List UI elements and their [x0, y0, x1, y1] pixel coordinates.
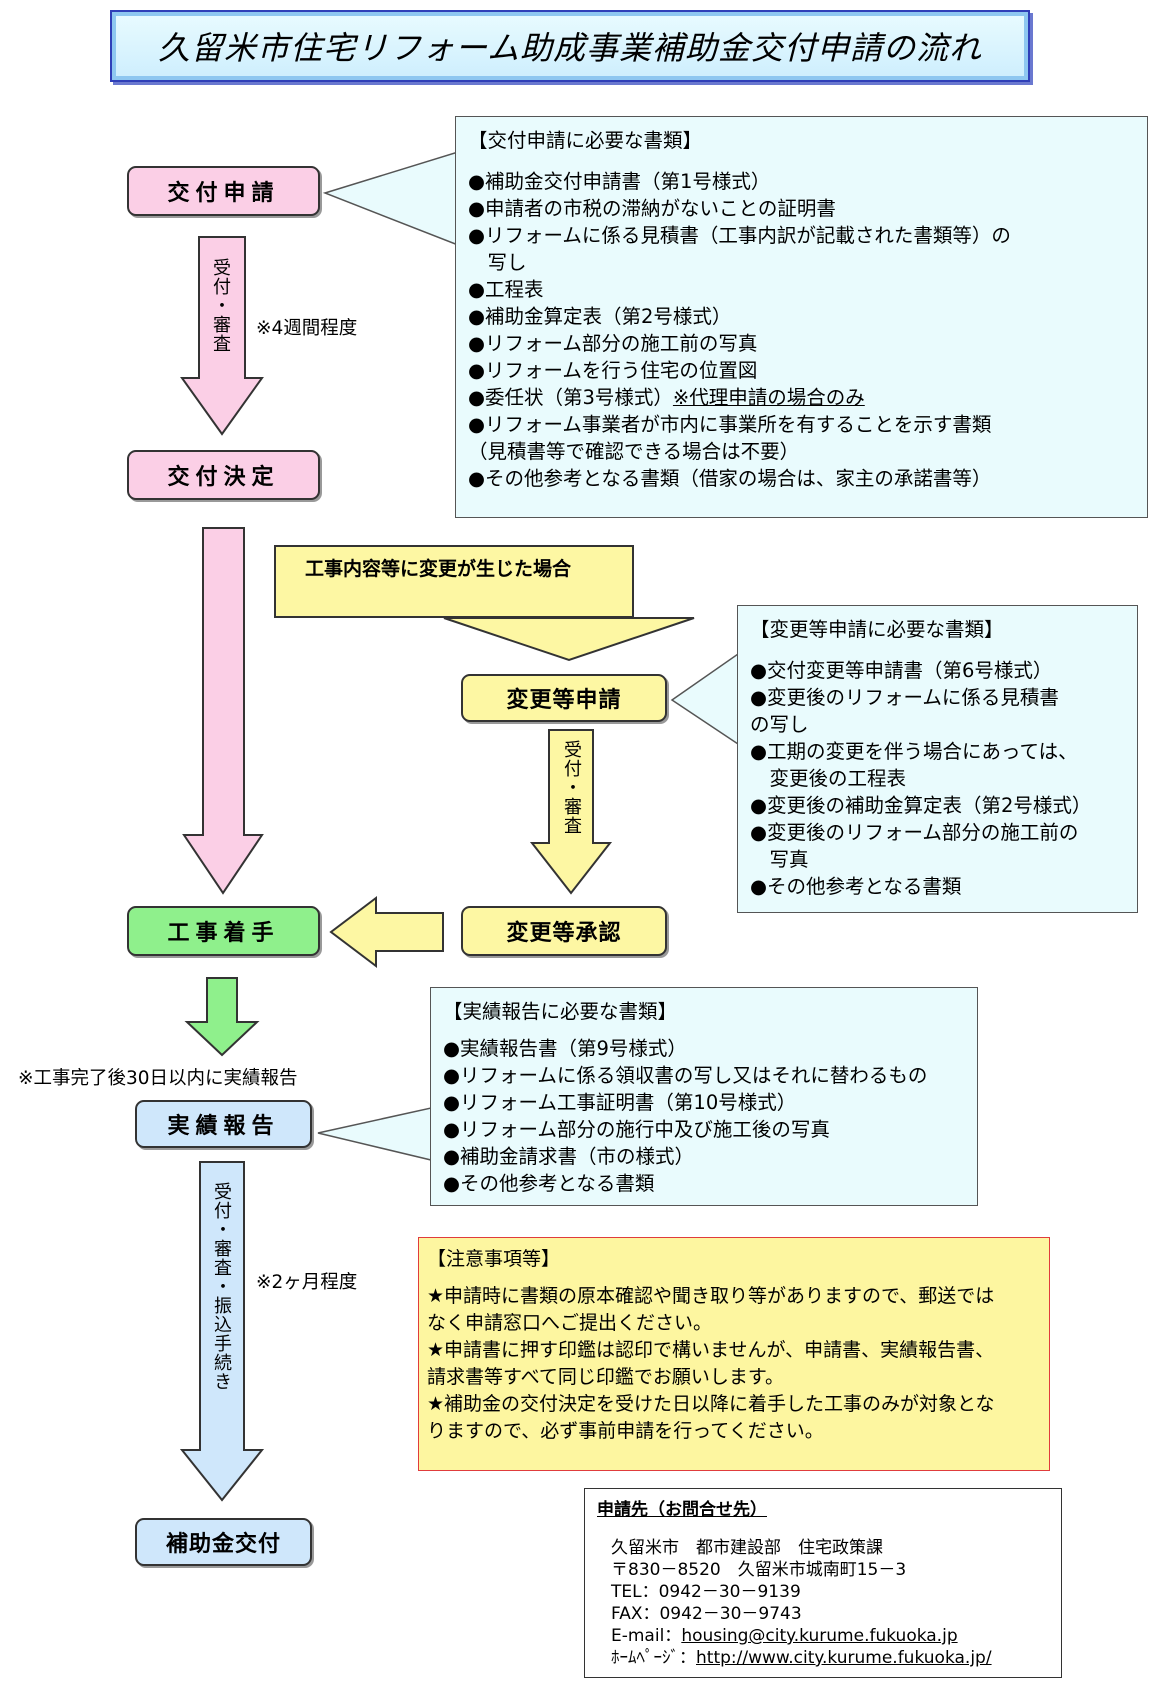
- email-link[interactable]: housing@city.kurume.fukuoka.jp: [681, 1626, 958, 1646]
- apply-doc-item: ●リフォーム事業者が市内に事業所を有することを示す書類: [468, 413, 992, 436]
- report-docs-heading: 【実績報告に必要な書類】: [443, 1000, 678, 1023]
- change-doc-item: 変更後の工程表: [750, 767, 907, 790]
- review-label-2: 受付・審査: [561, 740, 582, 835]
- contact-heading: 申請先（お問合せ先）: [597, 1500, 767, 1520]
- change-doc-item: ●交付変更等申請書（第6号様式）: [750, 659, 1053, 682]
- review-arrow-2: [529, 729, 613, 895]
- contact-homepage-line: ﾎｰﾑﾍﾟｰｼﾞ：http://www.city.kurume.fukuoka.…: [611, 1647, 1049, 1669]
- homepage-label: ﾎｰﾑﾍﾟｰｼﾞ：: [611, 1648, 696, 1668]
- report-doc-item: ●その他参考となる書類: [443, 1172, 655, 1195]
- apply-docs-pointer: [322, 150, 459, 247]
- step-start: 工事着手: [127, 906, 320, 956]
- caution-box: 【注意事項等】 ★申請時に書類の原本確認や聞き取り等がありますので、郵送では な…: [418, 1237, 1050, 1471]
- change-doc-item: 写真: [750, 848, 809, 871]
- change-docs-heading: 【変更等申請に必要な書類】: [750, 618, 1004, 641]
- contact-box: 申請先（お問合せ先） 久留米市 都市建設部 住宅政策課 〒830－8520 久留…: [584, 1488, 1062, 1678]
- apply-doc-item: ●補助金算定表（第2号様式）: [468, 305, 732, 328]
- step-decision: 交付決定: [127, 450, 320, 500]
- change-banner-text: 工事内容等に変更が生じた場合: [305, 558, 572, 580]
- note-months: ※2ヶ月程度: [256, 1272, 358, 1293]
- caution-item: ★補助金の交付決定を受けた日以降に着手した工事のみが対象とな: [427, 1393, 995, 1415]
- step-change-approve: 変更等承認: [461, 906, 667, 956]
- change-doc-item: ●変更後のリフォーム部分の施工前の: [750, 821, 1079, 844]
- apply-doc-item: ●リフォームを行う住宅の位置図: [468, 359, 758, 382]
- apply-doc-item: （見積書等で確認できる場合は不要）: [468, 440, 800, 463]
- apply-doc-item: ●補助金交付申請書（第1号様式）: [468, 170, 771, 193]
- apply-doc-item: 写し: [468, 251, 527, 274]
- report-doc-item: ●リフォーム工事証明書（第10号様式）: [443, 1091, 797, 1114]
- change-doc-item: ●変更後のリフォームに係る見積書: [750, 686, 1059, 709]
- step-payment: 補助金交付: [135, 1518, 312, 1566]
- apply-doc-item: ●リフォームに係る見積書（工事内訳が記載された書類等）の: [468, 224, 1011, 247]
- report-docs-box: 【実績報告に必要な書類】 ●実績報告書（第9号様式） ●リフォームに係る領収書の…: [430, 987, 978, 1206]
- report-docs-pointer: [317, 1107, 432, 1161]
- change-doc-item: ●変更後の補助金算定表（第2号様式）: [750, 794, 1092, 817]
- contact-email-line: E-mail：housing@city.kurume.fukuoka.jp: [611, 1625, 1049, 1647]
- apply-doc-item: ●リフォーム部分の施工前の写真: [468, 332, 758, 355]
- start-to-report-arrow: [184, 977, 260, 1057]
- apply-docs-heading: 【交付申請に必要な書類】: [468, 129, 703, 152]
- report-doc-item: ●リフォームに係る領収書の写し又はそれに替わるもの: [443, 1064, 928, 1087]
- change-doc-item: ●工期の変更を伴う場合にあっては、: [750, 740, 1078, 763]
- email-label: E-mail：: [611, 1626, 682, 1646]
- caution-item: なく申請窓口へご提出ください。: [427, 1312, 713, 1334]
- review-arrow-1: [180, 236, 264, 436]
- caution-item: 請求書等すべて同じ印鑑でお願いします。: [427, 1366, 785, 1388]
- review-label-3: 受付・審査・振込手続き: [211, 1182, 232, 1391]
- change-docs-pointer: [670, 652, 739, 746]
- apply-doc-item: ●申請者の市税の滞納がないことの証明書: [468, 197, 836, 220]
- report-doc-item: ●リフォーム部分の施行中及び施工後の写真: [443, 1118, 830, 1141]
- main-flow-arrow: [182, 527, 264, 895]
- change-doc-item: ●その他参考となる書類: [750, 875, 962, 898]
- report-doc-item: ●実績報告書（第9号様式）: [443, 1037, 687, 1060]
- apply-doc-item: ●工程表: [468, 278, 544, 301]
- caution-item: ★申請時に書類の原本確認や聞き取り等がありますので、郵送では: [427, 1285, 995, 1307]
- contact-line: TEL：0942－30－9139: [611, 1582, 801, 1602]
- caution-heading: 【注意事項等】: [427, 1248, 561, 1270]
- change-doc-item: の写し: [750, 713, 809, 736]
- step-apply: 交付申請: [127, 166, 320, 216]
- apply-doc-item-text: ●委任状（第3号様式）: [468, 386, 673, 409]
- change-docs-box: 【変更等申請に必要な書類】 ●交付変更等申請書（第6号様式） ●変更後のリフォー…: [737, 605, 1138, 913]
- apply-docs-box: 【交付申請に必要な書類】 ●補助金交付申請書（第1号様式） ●申請者の市税の滞納…: [455, 116, 1148, 518]
- change-banner-head: [443, 617, 695, 662]
- caution-item: ★申請書に押す印鑑は認印で構いませんが、申請書、実績報告書、: [427, 1339, 995, 1361]
- apply-doc-item: ●その他参考となる書類（借家の場合は、家主の承諾書等）: [468, 467, 992, 490]
- homepage-link[interactable]: http://www.city.kurume.fukuoka.jp/: [696, 1648, 992, 1668]
- caution-item: りますので、必ず事前申請を行ってください。: [427, 1420, 824, 1442]
- step-change-apply: 変更等申請: [461, 674, 667, 722]
- approve-to-start-arrow: [329, 895, 444, 969]
- page-title: 久留米市住宅リフォーム助成事業補助金交付申請の流れ: [110, 10, 1030, 82]
- step-report: 実績報告: [135, 1100, 312, 1148]
- apply-doc-item-proxy: ●委任状（第3号様式）※代理申請の場合のみ: [468, 384, 1135, 411]
- review-arrow-3: [179, 1161, 265, 1502]
- proxy-note: ※代理申請の場合のみ: [672, 386, 865, 409]
- contact-line: 〒830－8520 久留米市城南町15－3: [611, 1560, 907, 1580]
- page-title-text: 久留米市住宅リフォーム助成事業補助金交付申請の流れ: [157, 29, 983, 67]
- review-label-1: 受付・審査: [210, 258, 231, 353]
- contact-line: FAX：0942－30－9743: [611, 1604, 802, 1624]
- contact-line: 久留米市 都市建設部 住宅政策課: [611, 1538, 883, 1558]
- note-weeks: ※4週間程度: [256, 318, 358, 339]
- report-doc-item: ●補助金請求書（市の様式）: [443, 1145, 695, 1168]
- note-report-deadline: ※工事完了後30日以内に実績報告: [18, 1068, 298, 1089]
